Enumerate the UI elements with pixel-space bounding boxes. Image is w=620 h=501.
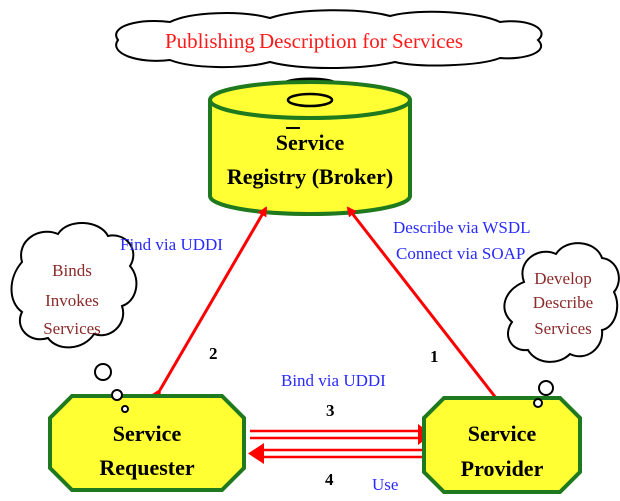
left-thought-line1: Binds — [52, 261, 92, 280]
step-3-label: 3 — [326, 401, 335, 420]
banner-title-highlight: Publishing — [165, 29, 255, 53]
use-arrowhead — [248, 443, 264, 464]
provider-label-line2: Provider — [461, 456, 544, 481]
describe-via-wsdl-label: Describe via WSDL — [393, 218, 531, 237]
use-label: Use — [372, 475, 398, 494]
right-thought-cloud: Develop Describe Services — [503, 242, 620, 408]
requester-label-line1: Service — [113, 421, 182, 446]
left-thought-line2: Invokes — [45, 291, 99, 310]
banner-title: Description for Services — [259, 29, 463, 53]
right-thought-line2: Describe — [533, 293, 593, 312]
find-arrow — [151, 206, 268, 400]
registry-label-line1: Service — [276, 130, 345, 155]
registry-label-line2: Registry (Broker) — [227, 164, 393, 189]
describe-arrow — [346, 206, 498, 399]
connect-via-soap-label: Connect via SOAP — [396, 244, 525, 263]
bind-via-uddi-label: Bind via UDDI — [281, 371, 386, 390]
step-2-label: 2 — [209, 344, 218, 363]
provider-label-line1: Service — [468, 421, 537, 446]
find-via-uddi-label: Find via UDDI — [120, 235, 223, 254]
step-1-label: 1 — [430, 347, 439, 366]
right-thought-line3: Services — [534, 319, 592, 338]
left-thought-line3: Services — [43, 319, 101, 338]
arrows — [151, 206, 498, 464]
banner-cloud: Publishing Description for Services — [115, 9, 543, 69]
left-thought-cloud: Binds Invokes Services — [10, 221, 138, 413]
step-4-label: 4 — [325, 470, 334, 489]
service-provider-node: Service Provider — [422, 396, 582, 494]
service-registry-node: Service Registry (Broker) — [208, 77, 412, 216]
service-requester-node: Service Requester — [48, 394, 246, 492]
right-thought-line1: Develop — [534, 269, 592, 288]
registry-inner-ring — [286, 92, 334, 108]
requester-label-line2: Requester — [99, 455, 195, 480]
